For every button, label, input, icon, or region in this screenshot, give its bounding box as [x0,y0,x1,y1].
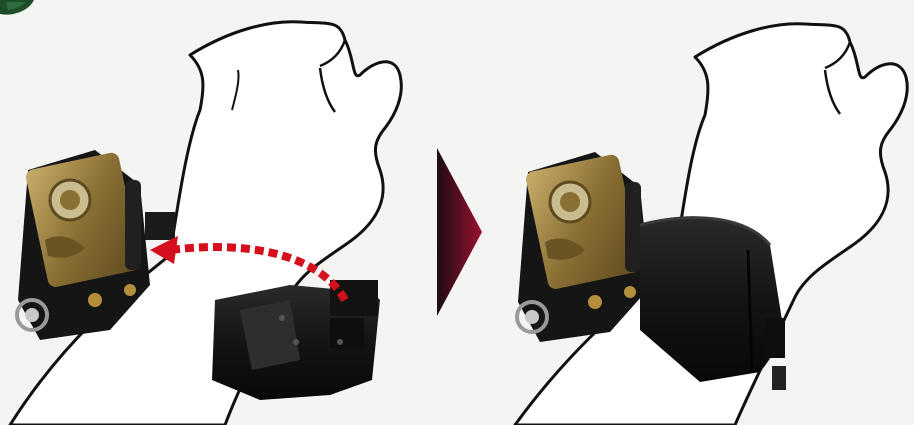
after-panel [515,24,907,425]
before-panel [10,22,401,425]
leaf-decoration [0,0,34,15]
triangle-play-icon [437,148,482,316]
strap-piece-left [212,280,380,400]
